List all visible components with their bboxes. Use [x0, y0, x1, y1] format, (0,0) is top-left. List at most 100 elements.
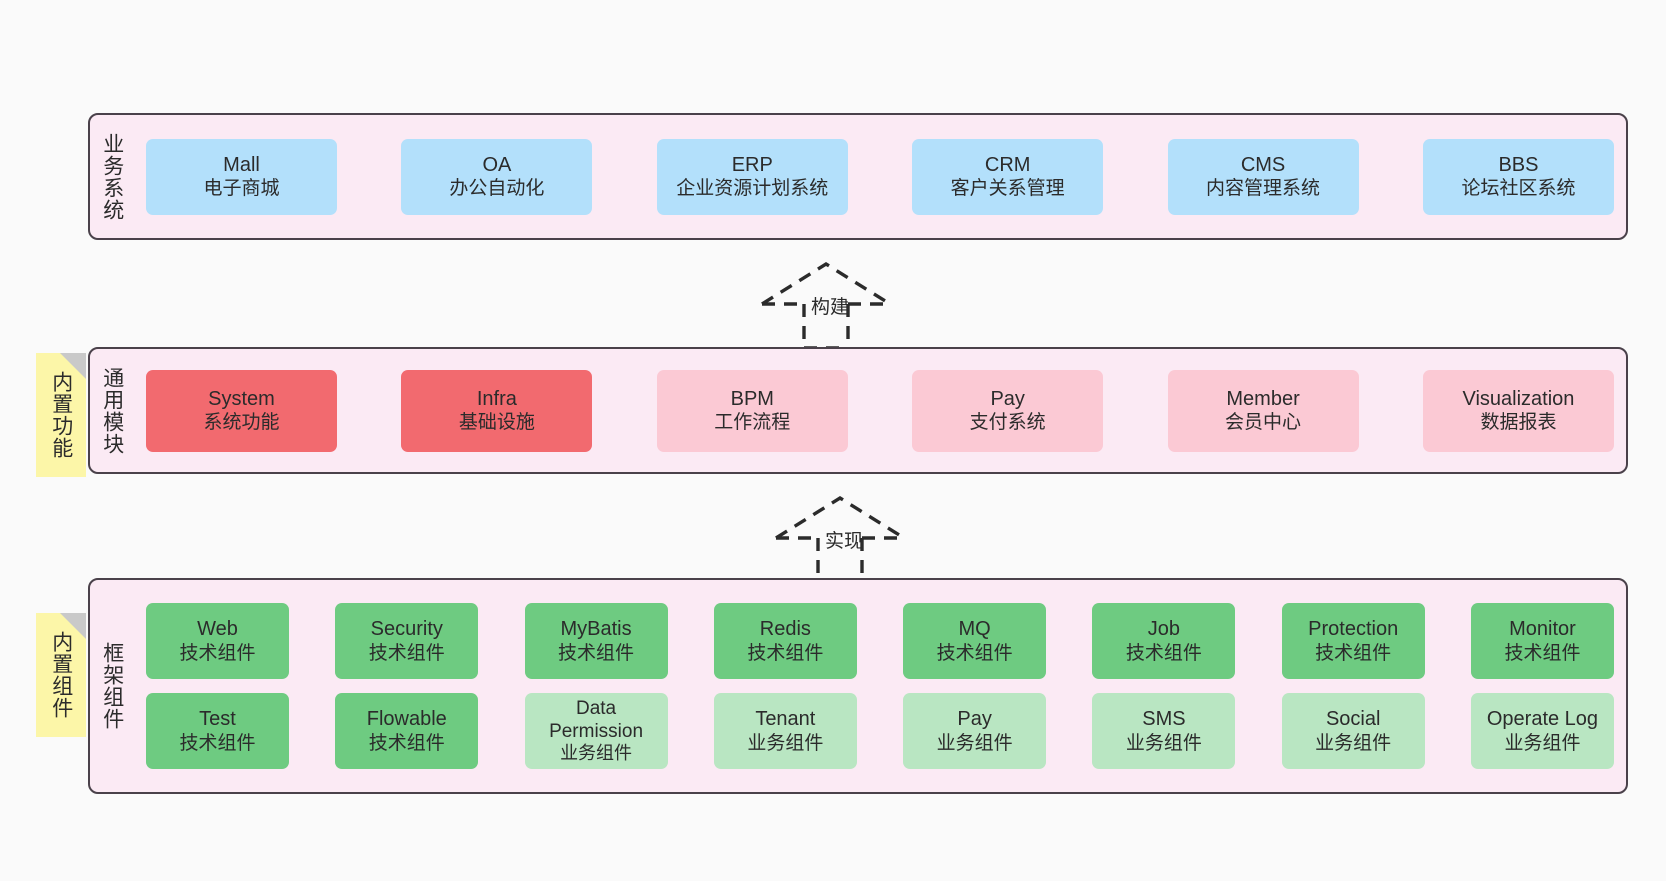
- node-operate-log[interactable]: Operate Log 业务组件: [1470, 693, 1614, 769]
- layer-body-business-system: Mall 电子商城 OA 办公自动化 ERP 企业资源计划系统 CRM 客户关系…: [134, 115, 1626, 238]
- node-subtitle: 数据报表: [1480, 412, 1557, 434]
- note-fold-corner-icon: [60, 353, 86, 379]
- note-builtin-component: 内置组件: [36, 613, 86, 737]
- node-subtitle: 技术组件: [747, 642, 824, 664]
- layer-business-system: 业务系统 Mall 电子商城 OA 办公自动化 ERP 企业资源计划系统 CRM…: [88, 113, 1628, 240]
- note-fold-corner-icon: [60, 613, 86, 639]
- node-title: Pay: [957, 708, 992, 731]
- node-subtitle: 技术组件: [558, 642, 635, 664]
- node-title: Redis: [759, 618, 811, 641]
- node-crm[interactable]: CRM 客户关系管理: [912, 138, 1104, 215]
- node-subtitle: 企业资源计划系统: [676, 178, 829, 200]
- connector-implement: 实现: [766, 492, 926, 584]
- node-subtitle: 技术组件: [1125, 642, 1202, 664]
- node-flowable[interactable]: Flowable 技术组件: [335, 693, 479, 769]
- node-title: OA: [482, 153, 512, 176]
- node-title: ERP: [731, 153, 773, 176]
- connector-build-label: 构建: [811, 297, 850, 318]
- node-title: Pay: [990, 387, 1025, 410]
- node-subtitle: 会员中心: [1225, 412, 1302, 434]
- node-subtitle: 支付系统: [969, 412, 1046, 434]
- node-monitor[interactable]: Monitor 技术组件: [1470, 603, 1614, 679]
- node-subtitle: 技术组件: [179, 642, 256, 664]
- node-title: BPM: [730, 387, 774, 410]
- node-sms[interactable]: SMS 业务组件: [1092, 693, 1236, 769]
- node-test[interactable]: Test 技术组件: [146, 693, 289, 769]
- node-subtitle: 电子商城: [203, 178, 280, 200]
- node-title: Monitor: [1509, 618, 1576, 641]
- node-title: MQ: [958, 618, 991, 641]
- node-web[interactable]: Web 技术组件: [146, 603, 289, 679]
- node-title: Data: [575, 697, 617, 719]
- node-mall[interactable]: Mall 电子商城: [146, 138, 337, 215]
- node-erp[interactable]: ERP 企业资源计划系统: [656, 138, 848, 215]
- layer-title-framework-component: 框架组件: [100, 642, 124, 730]
- node-mybatis[interactable]: MyBatis 技术组件: [524, 603, 668, 679]
- node-cms[interactable]: CMS 内容管理系统: [1167, 138, 1359, 215]
- node-title-line2: Permission: [549, 721, 644, 743]
- node-title: Test: [199, 708, 236, 731]
- node-redis[interactable]: Redis 技术组件: [713, 603, 857, 679]
- node-subtitle: 业务组件: [560, 743, 633, 764]
- node-title: Protection: [1308, 618, 1399, 641]
- node-title: Job: [1147, 618, 1181, 641]
- node-pay-business[interactable]: Pay 业务组件: [903, 693, 1047, 769]
- layer-body-common-module: System 系统功能 Infra 基础设施 BPM 工作流程 Pay 支付系统…: [134, 349, 1626, 472]
- implement-arrowhead: [775, 495, 905, 540]
- node-oa[interactable]: OA 办公自动化: [401, 138, 593, 215]
- node-subtitle: 技术组件: [179, 732, 256, 754]
- node-tenant[interactable]: Tenant 业务组件: [713, 693, 857, 769]
- node-member[interactable]: Member 会员中心: [1167, 369, 1359, 452]
- node-title: Social: [1325, 708, 1381, 731]
- node-subtitle: 技术组件: [1504, 642, 1581, 664]
- node-security[interactable]: Security 技术组件: [335, 603, 479, 679]
- node-subtitle: 内容管理系统: [1206, 178, 1321, 200]
- framework-business-row: Test 技术组件 Flowable 技术组件 Data Permission …: [146, 693, 1614, 769]
- node-infra[interactable]: Infra 基础设施: [401, 369, 593, 452]
- node-title: Flowable: [366, 708, 447, 731]
- note-builtin-function: 内置功能: [36, 353, 86, 477]
- node-system[interactable]: System 系统功能: [146, 369, 337, 452]
- node-title: BBS: [1498, 153, 1539, 176]
- node-title: Operate Log: [1486, 708, 1599, 731]
- layer-title-common-module: 通用模块: [100, 366, 124, 455]
- node-subtitle: 业务组件: [936, 732, 1013, 754]
- node-title: Web: [197, 618, 238, 641]
- node-title: Security: [370, 618, 443, 641]
- node-title: Member: [1226, 387, 1300, 410]
- node-title: Visualization: [1462, 387, 1575, 410]
- node-subtitle: 工作流程: [714, 412, 791, 434]
- node-title: MyBatis: [560, 618, 632, 641]
- node-title: System: [208, 387, 275, 410]
- node-social[interactable]: Social 业务组件: [1281, 693, 1425, 769]
- layer-framework-component: 框架组件 Web 技术组件 Security 技术组件 MyBatis 技术组件…: [88, 578, 1628, 794]
- node-subtitle: 客户关系管理: [950, 178, 1065, 200]
- note-label: 内置组件: [49, 631, 73, 719]
- node-subtitle: 技术组件: [368, 732, 445, 754]
- node-subtitle: 论坛社区系统: [1461, 178, 1576, 200]
- note-label: 内置功能: [49, 371, 73, 459]
- layer-title-business-system: 业务系统: [100, 132, 124, 221]
- node-subtitle: 技术组件: [936, 642, 1013, 664]
- node-title: Tenant: [755, 708, 816, 731]
- node-subtitle: 业务组件: [1504, 732, 1581, 754]
- node-subtitle: 技术组件: [368, 642, 445, 664]
- node-subtitle: 基础设施: [458, 412, 535, 434]
- layer-body-framework-component: Web 技术组件 Security 技术组件 MyBatis 技术组件 Redi…: [134, 580, 1626, 792]
- node-data-permission[interactable]: Data Permission 业务组件: [524, 693, 668, 769]
- connector-implement-label: 实现: [825, 531, 864, 552]
- node-pay[interactable]: Pay 支付系统: [912, 369, 1104, 452]
- node-mq[interactable]: MQ 技术组件: [903, 603, 1047, 679]
- node-title: CMS: [1240, 153, 1286, 176]
- build-arrowhead: [761, 261, 891, 306]
- node-title: CRM: [984, 153, 1031, 176]
- node-visualization[interactable]: Visualization 数据报表: [1422, 369, 1614, 452]
- node-protection[interactable]: Protection 技术组件: [1281, 603, 1425, 679]
- node-title: Mall: [223, 153, 260, 176]
- node-bpm[interactable]: BPM 工作流程: [656, 369, 848, 452]
- node-job[interactable]: Job 技术组件: [1092, 603, 1236, 679]
- node-subtitle: 业务组件: [1315, 732, 1392, 754]
- node-bbs[interactable]: BBS 论坛社区系统: [1422, 138, 1614, 215]
- framework-tech-row: Web 技术组件 Security 技术组件 MyBatis 技术组件 Redi…: [146, 603, 1614, 679]
- node-subtitle: 技术组件: [1315, 642, 1392, 664]
